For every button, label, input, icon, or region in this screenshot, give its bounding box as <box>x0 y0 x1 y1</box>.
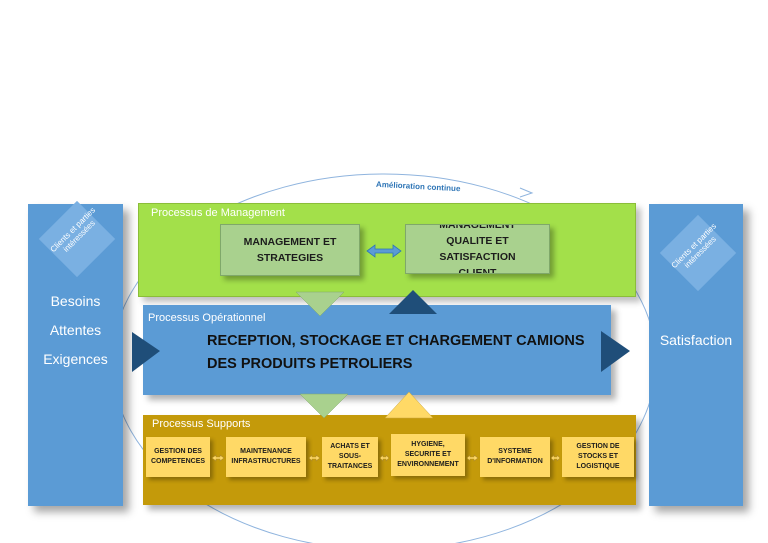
right-panel: Clients et parties intéressées Satisfact… <box>649 204 743 506</box>
support-information: SYSTEME D'INFORMATION <box>480 437 550 477</box>
operational-title-line2: DES PRODUITS PETROLIERS <box>207 356 413 372</box>
management-process: Processus de Management <box>138 203 636 297</box>
management-quality-box: MANAGEMENT QUALITE ET SATISFACTION CLIEN… <box>405 224 550 274</box>
operational-process: Processus Opérationnel RECEPTION, STOCKA… <box>143 305 611 395</box>
support-hygiene: HYGIENE, SECURITE ET ENVIRONNEMENT <box>391 434 465 476</box>
improvement-label: Amélioration continue <box>375 179 461 194</box>
left-line-attentes: Attentes <box>49 322 102 338</box>
left-line-besoins: Besoins <box>50 293 101 309</box>
left-line-exigences: Exigences <box>43 351 108 367</box>
right-satisfaction-label: Satisfaction <box>659 332 733 348</box>
supports-label: Processus Supports <box>152 418 251 430</box>
support-achats: ACHATS ET SOUS-TRAITANCES <box>322 437 378 477</box>
operational-title-line1: RECEPTION, STOCKAGE ET CHARGEMENT CAMION… <box>207 333 585 349</box>
management-label: Processus de Management <box>151 207 285 219</box>
management-strategies-box: MANAGEMENT ET STRATEGIES <box>220 224 360 276</box>
operational-label: Processus Opérationnel <box>148 312 266 324</box>
support-stocks: GESTION DE STOCKS ET LOGISTIQUE <box>562 437 634 477</box>
left-panel: Clients et parties intéressées Besoins A… <box>28 200 123 506</box>
support-competences: GESTION DES COMPETENCES <box>146 437 210 477</box>
support-maintenance: MAINTENANCE INFRASTRUCTURES <box>226 437 306 477</box>
